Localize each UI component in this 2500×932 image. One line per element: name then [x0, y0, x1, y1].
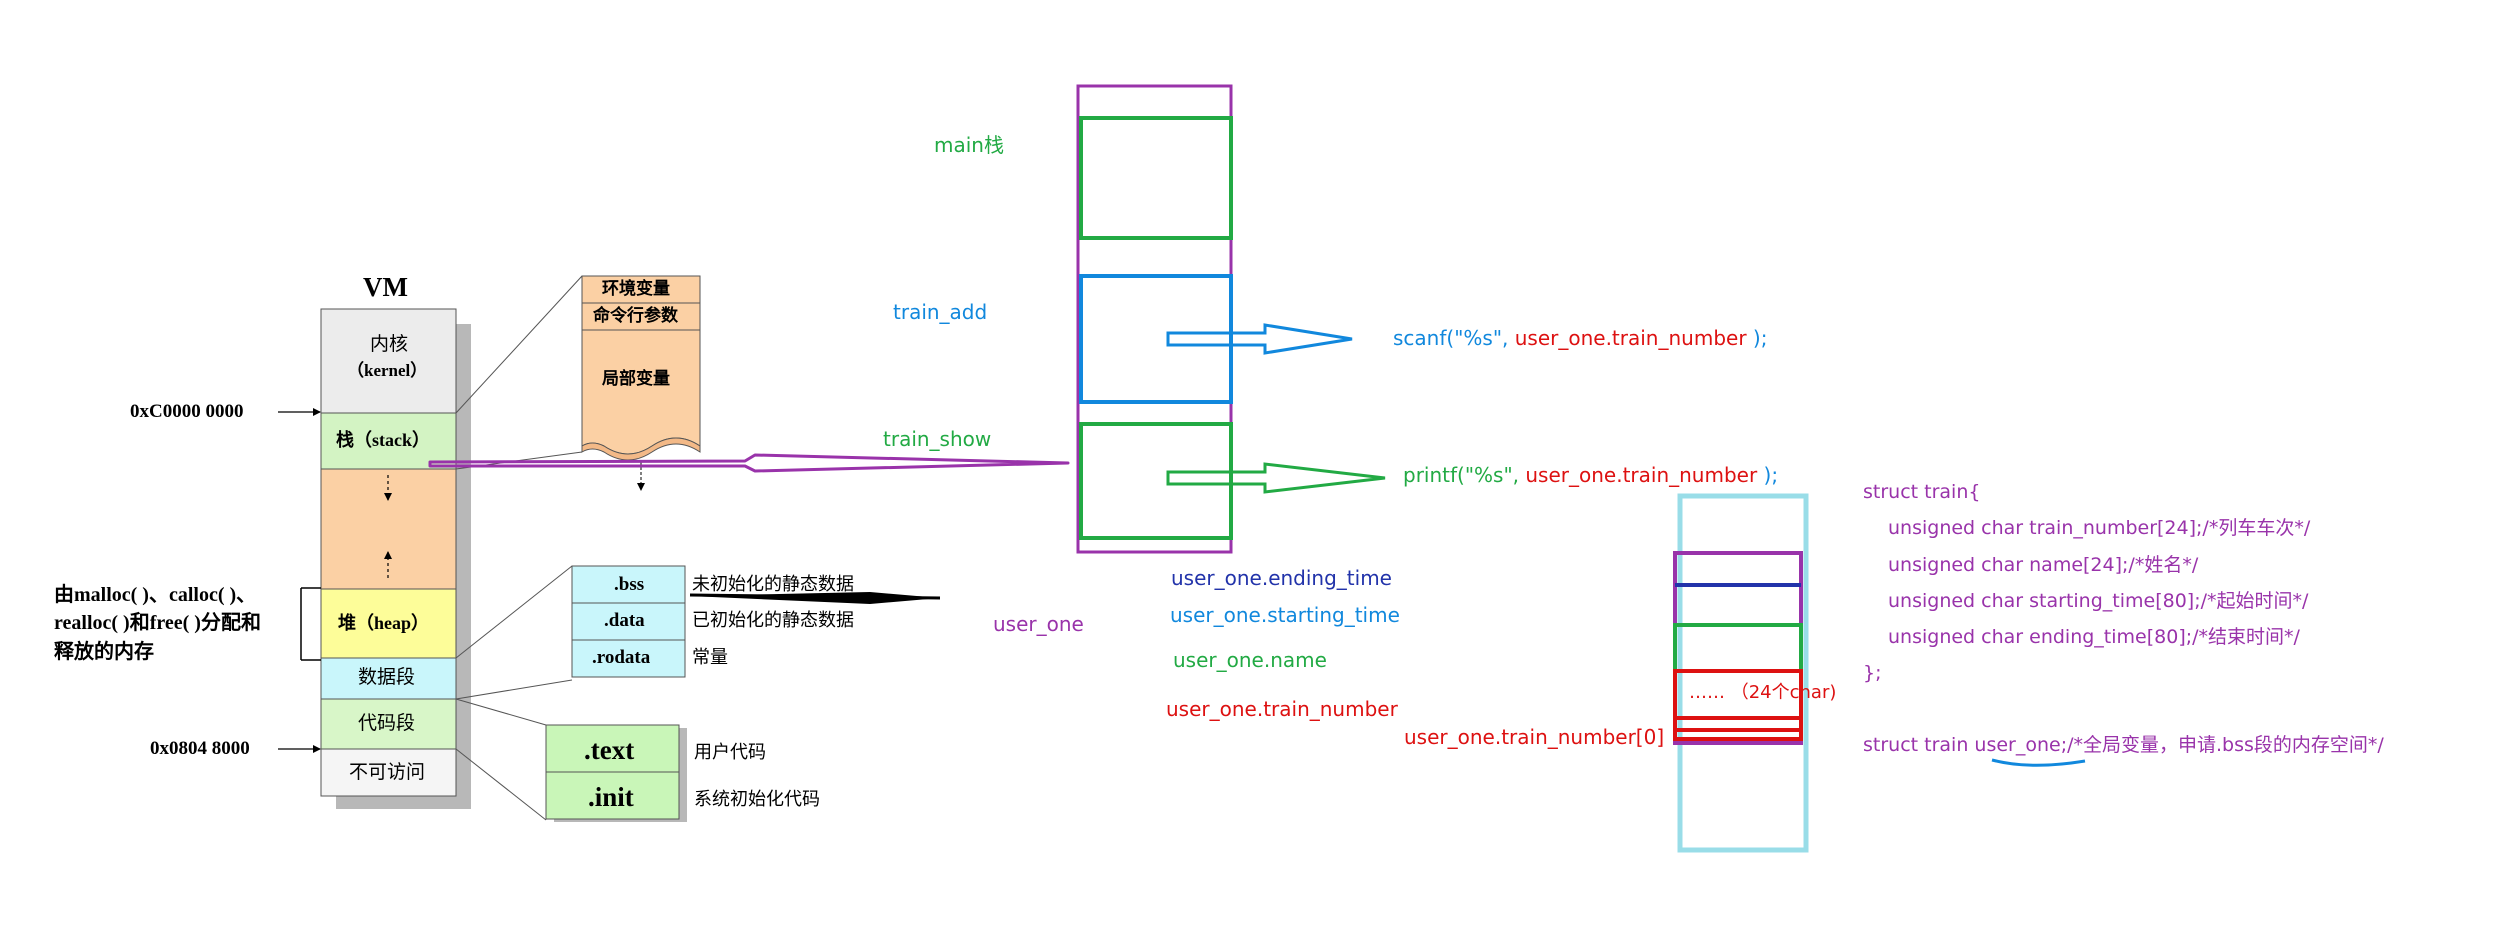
decl-suffix: ;/*全局变量，申请.bss段的内存空间*/ [2060, 734, 2384, 756]
scanf-arrow [1166, 323, 1353, 355]
kernel-label: 内核 [370, 334, 409, 355]
data-cell [571, 602, 686, 641]
struct-line-3: unsigned char name[24];/*姓名*/ [1888, 554, 2199, 576]
code-segment-label: 代码段 [358, 713, 416, 734]
train-number-0-label: user_one.train_number[0] [1404, 725, 1665, 749]
train-show-frame [1079, 422, 1233, 540]
rodata-desc: 常量 [692, 647, 728, 667]
scanf-call: scanf("%s", user_one.train_number ); [1393, 328, 1767, 348]
rodata-cell [571, 639, 686, 678]
cmd-args-cell [581, 302, 701, 331]
main-frame-label: main栈 [934, 133, 1004, 157]
kernel-sublabel: （kernel） [347, 361, 428, 380]
init-desc: 系统初始化代码 [694, 789, 820, 809]
no-access-label: 不可访问 [349, 762, 426, 783]
text-label: .text [584, 735, 635, 765]
local-vars-label: 局部变量 [602, 369, 670, 388]
data-segment-label: 数据段 [358, 667, 416, 688]
printf-call: printf("%s", user_one.train_number ); [1403, 465, 1778, 485]
text-cell [545, 724, 680, 773]
alloc-note-line1: 由malloc( )、calloc( )、 [54, 584, 257, 606]
scanf-prefix: scanf("%s", [1393, 326, 1509, 350]
struct-line-4: unsigned char starting_time[80];/*起始时间*/ [1888, 590, 2309, 612]
ending-time-block [1673, 551, 1803, 587]
user-one-block [1673, 551, 1803, 745]
stack-to-train-show-arrow [428, 453, 1070, 473]
printf-arg: user_one.train_number [1525, 463, 1758, 487]
chars-note: …… （24个char) [1689, 682, 1837, 703]
data-callout-line-bottom [455, 679, 573, 700]
decl-prefix: struct train [1863, 734, 1975, 756]
cmd-args-label: 命令行参数 [593, 306, 678, 325]
train-number-block [1673, 669, 1803, 741]
code-callout-line-top [455, 698, 547, 726]
train-show-label: train_show [883, 427, 992, 451]
printf-suffix: ); [1763, 463, 1779, 487]
bss-desc: 未初始化的静态数据 [692, 574, 854, 594]
data-label: .data [604, 610, 645, 631]
main-frame [1079, 116, 1233, 240]
ending-time-label: user_one.ending_time [1171, 566, 1392, 590]
data-callout-line-top [455, 565, 573, 659]
train-add-frame [1079, 274, 1233, 404]
addr-bottom-label: 0x0804 8000 [150, 738, 250, 759]
name-block [1673, 623, 1803, 673]
stack-label: 栈（stack） [336, 430, 430, 450]
stack-region [320, 412, 457, 470]
printf-arrow [1166, 462, 1386, 494]
init-label: .init [588, 782, 634, 812]
env-vars-label: 环境变量 [602, 279, 670, 298]
rodata-label: .rodata [592, 647, 651, 668]
bss-cell [571, 565, 686, 604]
struct-line-6: }; [1863, 662, 1882, 684]
data-desc: 已初始化的静态数据 [692, 610, 854, 630]
bss-label: .bss [614, 574, 645, 595]
scanf-arg: user_one.train_number [1514, 326, 1747, 350]
vm-title: VM [363, 272, 408, 302]
struct-line-5: unsigned char ending_time[80];/*结束时间*/ [1888, 626, 2300, 648]
heap-region [320, 588, 457, 659]
scanf-suffix: ); [1752, 326, 1768, 350]
local-vars-cell [581, 329, 701, 455]
user-one-label: user_one [993, 612, 1084, 636]
alloc-note-line3: 释放的内存 [54, 641, 154, 663]
text-desc: 用户代码 [694, 742, 766, 762]
kernel-region [320, 308, 457, 414]
stack-callout-line-top [455, 275, 583, 414]
struct-line-2: unsigned char train_number[24];/*列车车次*/ [1888, 517, 2311, 539]
user-one-underline [1991, 758, 2086, 767]
heap-label: 堆（heap） [338, 613, 430, 633]
printf-prefix: printf("%s", [1403, 463, 1520, 487]
train-add-label: train_add [893, 300, 988, 324]
struct-declaration: struct train user_one;/*全局变量，申请.bss段的内存空… [1863, 736, 2384, 755]
bss-black-arrow-line [689, 593, 941, 600]
scroll-curl [581, 437, 701, 461]
stack-frames-outline [1076, 84, 1233, 554]
name-label: user_one.name [1173, 648, 1327, 672]
struct-line-1: struct train{ [1863, 481, 1981, 503]
addr-top-label: 0xC0000 0000 [130, 401, 244, 422]
decl-var: user_one [1974, 734, 2061, 756]
train-number-label: user_one.train_number [1166, 697, 1398, 721]
code-callout-line-bottom [455, 748, 547, 821]
init-cell [545, 771, 680, 820]
starting-time-label: user_one.starting_time [1170, 603, 1400, 627]
no-access-region [320, 748, 457, 797]
alloc-note-line2: realloc( )和free( )分配和 [54, 612, 261, 634]
